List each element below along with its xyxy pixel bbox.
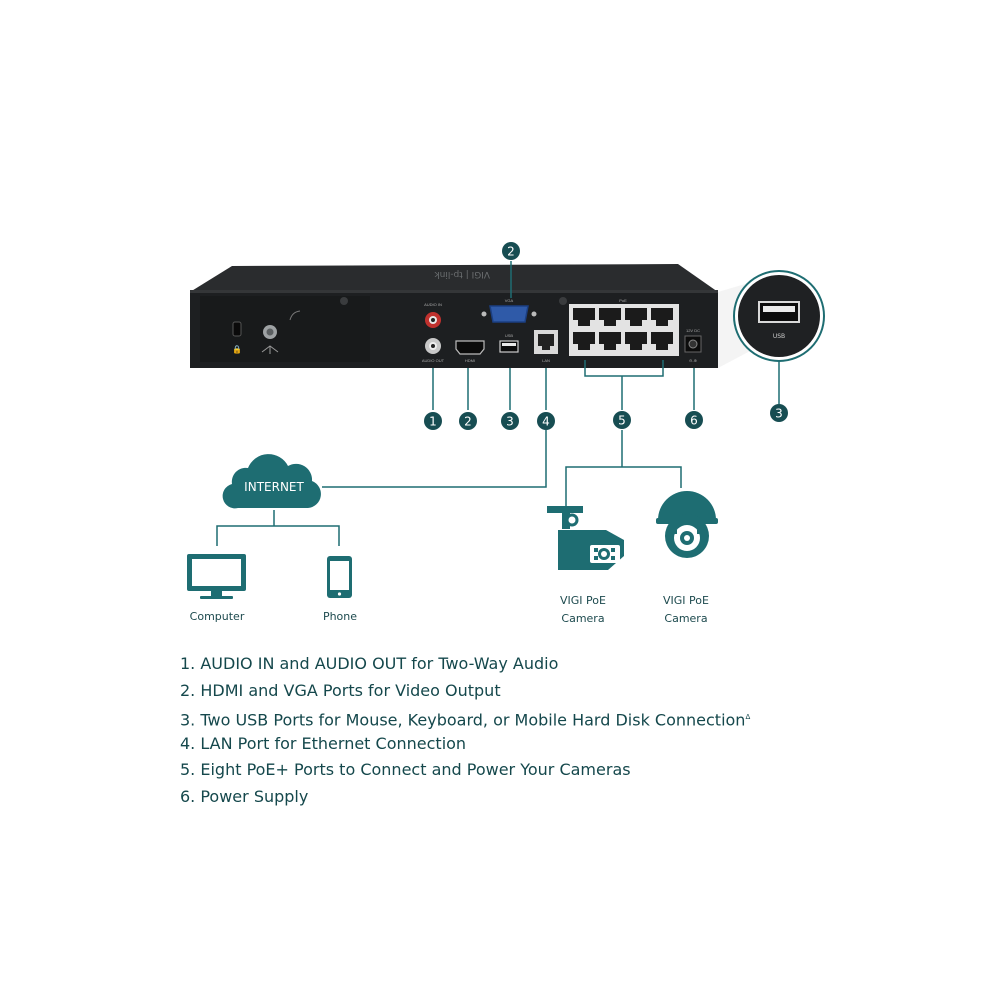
callout-badge-1: 1 [424, 412, 442, 430]
legend-item-3-text: 3. Two USB Ports for Mouse, Keyboard, or… [180, 710, 746, 730]
bullet-camera-icon [547, 506, 624, 570]
computer-icon [187, 554, 246, 599]
camera-label-turret-line1: VIGI PoE [663, 594, 709, 607]
footnote-marker: Δ [745, 713, 751, 722]
usb-label: USB [505, 333, 514, 338]
legend-item-3: 3. Two USB Ports for Mouse, Keyboard, or… [180, 707, 750, 734]
poe-port [599, 308, 621, 326]
poe-port [599, 332, 621, 350]
camera-label-turret: VIGI PoE Camera [646, 592, 726, 628]
callout-badge-5-label: 5 [618, 414, 626, 428]
poe-port [625, 332, 647, 350]
callout-badge-2: 2 [459, 412, 477, 430]
nvr-device: VIGI | tp-link 🔒 AUDIO IN [190, 264, 718, 368]
callout-badge-2-top: 2 [502, 242, 520, 260]
audio-out-label: AUDIO OUT [422, 358, 445, 363]
internet-cloud: INTERNET [222, 454, 321, 509]
callout-badge-4-label: 4 [542, 415, 550, 429]
turret-camera-icon [656, 491, 718, 558]
callout-badge-1-label: 1 [429, 415, 437, 429]
phone-label: Phone [322, 610, 358, 623]
audio-in-label: AUDIO IN [424, 302, 442, 307]
legend-item-1: 1. AUDIO IN and AUDIO OUT for Two-Way Au… [180, 654, 750, 681]
poe-port [573, 308, 595, 326]
callout-badges: 2 1 2 3 4 5 6 [424, 242, 788, 430]
feature-legend: 1. AUDIO IN and AUDIO OUT for Two-Way Au… [180, 654, 750, 814]
camera-label-bullet-line2: Camera [561, 612, 605, 625]
callout-badge-2-label: 2 [464, 415, 472, 429]
camera-label-turret-line2: Camera [664, 612, 708, 625]
callout-badge-3: 3 [501, 412, 519, 430]
hdmi-label: HDMI [465, 358, 475, 363]
poe-port [651, 332, 673, 350]
camera-label-bullet: VIGI PoE Camera [543, 592, 623, 628]
callout-badge-2-top-label: 2 [507, 245, 515, 259]
phone-icon [327, 556, 352, 598]
usb-zoom-label: USB [773, 333, 785, 340]
legend-item-1-text: 1. AUDIO IN and AUDIO OUT for Two-Way Au… [180, 654, 559, 673]
callout-lines [216, 261, 695, 546]
internet-label: INTERNET [244, 480, 304, 494]
poe-port [625, 308, 647, 326]
legend-item-6: 6. Power Supply [180, 787, 750, 814]
callout-badge-3-zoom: 3 [770, 404, 788, 422]
legend-item-4-text: 4. LAN Port for Ethernet Connection [180, 733, 467, 753]
callout-badge-6: 6 [685, 411, 703, 429]
poe-label: PoE [619, 298, 627, 303]
callout-badge-5: 5 [613, 411, 631, 429]
callout-badge-3-label: 3 [506, 415, 514, 429]
svg-text:⊖-⊕: ⊖-⊕ [689, 358, 697, 363]
legend-item-2-text: 2. HDMI and VGA Ports for Video Output [180, 680, 501, 700]
lan-label: LAN [542, 358, 550, 363]
legend-item-6-text: 6. Power Supply [180, 786, 309, 806]
camera-label-bullet-line1: VIGI PoE [560, 594, 606, 607]
poe-port-grid [573, 308, 673, 350]
power-label: 12V DC [686, 328, 700, 333]
callout-badge-6-label: 6 [690, 414, 698, 428]
poe-port [573, 332, 595, 350]
svg-text:VIGI | tp-link: VIGI | tp-link [434, 269, 490, 279]
legend-item-5: 5. Eight PoE+ Ports to Connect and Power… [180, 760, 750, 787]
callout-badge-3-zoom-label: 3 [775, 407, 783, 421]
usb-zoom-callout: USB [718, 270, 825, 404]
vga-label: VGA [505, 298, 514, 303]
legend-item-4: 4. LAN Port for Ethernet Connection [180, 734, 750, 761]
callout-badge-4: 4 [537, 412, 555, 430]
svg-text:🔒: 🔒 [232, 345, 242, 354]
computer-label: Computer [189, 610, 245, 623]
legend-item-5-text: 5. Eight PoE+ Ports to Connect and Power… [180, 760, 631, 780]
legend-item-2: 2. HDMI and VGA Ports for Video Output [180, 681, 750, 708]
poe-port [651, 308, 673, 326]
